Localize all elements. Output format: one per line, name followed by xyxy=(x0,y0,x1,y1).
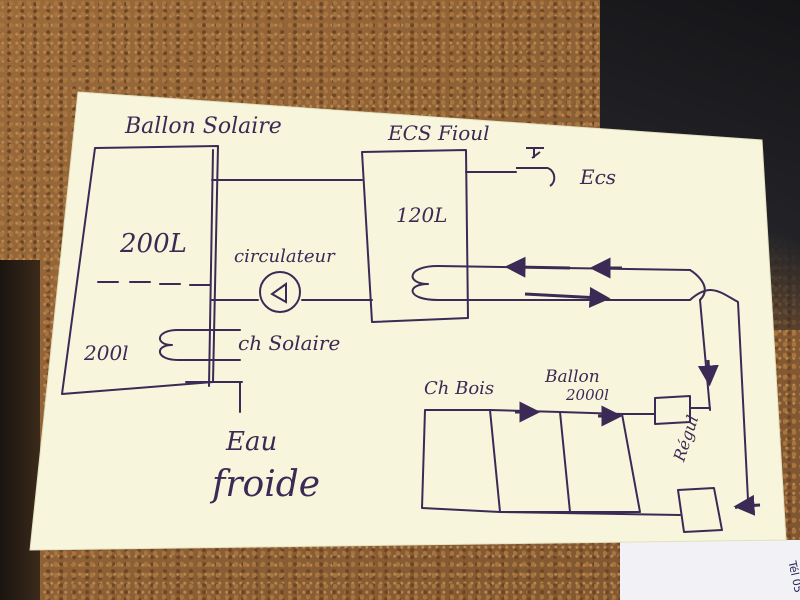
circulateur-pump-icon xyxy=(259,271,301,313)
ballon-solaire-inner-wall xyxy=(208,149,214,387)
tap-icon xyxy=(516,147,556,187)
solar-coil xyxy=(159,329,179,361)
label-ballon-2000l-1: Ballon xyxy=(544,367,600,387)
ballon-solaire-divider xyxy=(97,281,211,286)
label-ballon-solaire: Ballon Solaire xyxy=(124,114,282,139)
regul-valve-top xyxy=(654,395,691,425)
label-200l-bottom: 200l xyxy=(83,341,129,365)
label-ch-solaire: ch Solaire xyxy=(238,331,340,355)
regul-valve-bottom xyxy=(677,487,723,533)
right-down-pipe xyxy=(699,299,711,411)
flow-arrow-supply xyxy=(504,256,571,278)
flow-arrow-down xyxy=(697,359,719,387)
solar-coil-pipes xyxy=(177,329,241,361)
label-ballon-2000l-2: 2000l xyxy=(565,386,609,404)
label-eau: Eau xyxy=(225,427,277,457)
label-200l-top: 200L xyxy=(119,229,187,259)
label-ecs-fioul: ECS Fioul xyxy=(387,121,490,145)
flow-arrow-return xyxy=(524,286,611,308)
label-120l: 120L xyxy=(396,203,447,227)
cold-water-pipe xyxy=(185,381,243,413)
ballon-2000l-radiator xyxy=(559,411,641,513)
label-circulateur: circulateur xyxy=(234,246,336,267)
ecs-fioul-tank xyxy=(361,149,469,323)
label-ecs: Ecs xyxy=(579,165,616,189)
label-ch-bois: Ch Bois xyxy=(424,378,494,399)
pump-triangle-icon xyxy=(270,282,287,304)
fioul-exchanger-coil xyxy=(411,265,439,301)
right-loop-pipe xyxy=(689,269,749,509)
business-card: Tél 05 xyxy=(620,540,800,600)
bottom-return-pipe xyxy=(499,511,681,516)
flow-arrow-bottom xyxy=(733,494,761,516)
label-froide: froide xyxy=(209,464,320,505)
